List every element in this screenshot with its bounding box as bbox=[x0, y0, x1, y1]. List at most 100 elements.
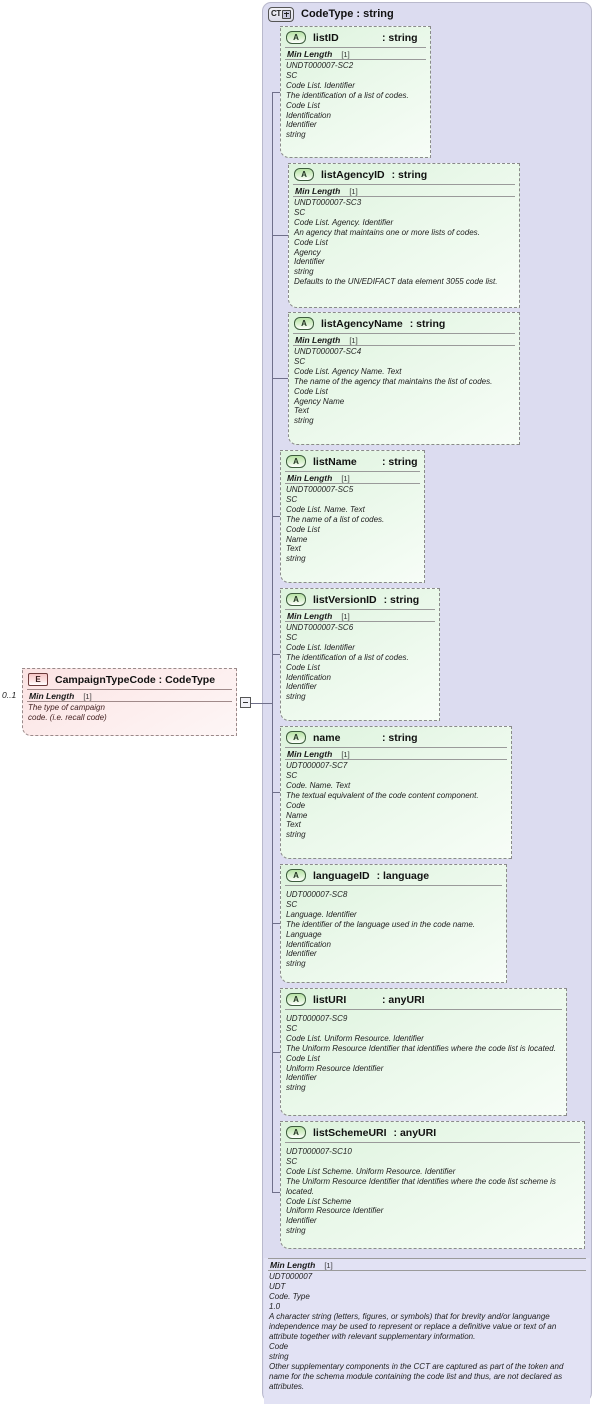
doc-line: UNDT000007-SC2 bbox=[286, 61, 354, 70]
attribute-facet-row: Min Length[1] bbox=[293, 184, 515, 197]
element-facet-value: [1] bbox=[83, 692, 92, 701]
footer-facet-label: Min Length bbox=[270, 1260, 316, 1270]
doc-line: code. (i.e. recall code) bbox=[28, 712, 107, 722]
attribute-facet-value: [1] bbox=[341, 474, 350, 483]
footer-facet-row: Min Length [1] bbox=[268, 1258, 586, 1271]
doc-line: string bbox=[286, 554, 306, 564]
doc-line: string bbox=[286, 959, 306, 969]
doc-line: string bbox=[286, 692, 306, 702]
attribute-facet-row: Min Length[1] bbox=[285, 47, 426, 60]
attribute-name: listSchemeURI bbox=[313, 1126, 387, 1139]
attribute-name: name bbox=[313, 731, 341, 744]
doc-line: Code List. Agency. Identifier bbox=[294, 217, 394, 227]
doc-line: Identifier bbox=[286, 1216, 317, 1226]
doc-line: Language bbox=[286, 929, 322, 939]
complex-type-icon[interactable]: CT bbox=[268, 6, 294, 22]
attribute-icon: A bbox=[294, 168, 314, 181]
doc-line: Identification bbox=[286, 672, 331, 682]
doc-line: 1.0 bbox=[269, 1302, 281, 1311]
doc-line: UNDT000007-SC3 bbox=[294, 198, 362, 207]
stub-line-5 bbox=[272, 654, 281, 655]
doc-line: SC bbox=[286, 1023, 298, 1033]
attribute-type: : anyURI bbox=[382, 993, 425, 1006]
attribute-facet-row: Min Length[1] bbox=[285, 609, 435, 622]
doc-line: Uniform Resource Identifier bbox=[286, 1063, 384, 1073]
doc-line: Code List. Identifier bbox=[286, 642, 355, 652]
doc-line: Text bbox=[286, 820, 301, 830]
doc-line: string bbox=[286, 1226, 306, 1236]
complex-type-header[interactable]: CT CodeType : string bbox=[268, 5, 394, 23]
attribute-icon: A bbox=[286, 1126, 306, 1139]
doc-line: UNDT000007-SC6 bbox=[286, 623, 354, 632]
attribute-facet-row: Min Length[1] bbox=[285, 471, 420, 484]
collapse-toggle-icon[interactable] bbox=[240, 697, 251, 708]
doc-line: Identifier bbox=[294, 257, 325, 267]
doc-line: The identification of a list of codes. bbox=[286, 652, 409, 662]
doc-line: Identifier bbox=[286, 1073, 317, 1083]
element-header: E CampaignTypeCode : CodeType bbox=[23, 669, 236, 689]
attribute-name: listURI bbox=[313, 993, 347, 1006]
doc-line: Language. Identifier bbox=[286, 909, 357, 919]
occurrence-label: 0..1 bbox=[2, 690, 17, 700]
attribute-facet-label: Min Length bbox=[295, 186, 341, 196]
doc-line: Name bbox=[286, 534, 308, 544]
expand-plus-icon[interactable] bbox=[282, 9, 292, 19]
doc-line: The name of a list of codes. bbox=[286, 514, 385, 524]
element-icon-label: E bbox=[35, 674, 41, 684]
doc-line: Code List bbox=[286, 662, 320, 672]
attribute-separator bbox=[285, 1009, 562, 1013]
attribute-facet-value: [1] bbox=[349, 336, 358, 345]
doc-line: Identification bbox=[286, 110, 331, 120]
doc-line: The Uniform Resource Identifier that ide… bbox=[286, 1043, 556, 1053]
stub-line-4 bbox=[272, 516, 281, 517]
doc-line: Code bbox=[269, 1342, 289, 1351]
doc-line: SC bbox=[286, 70, 298, 80]
element-title: CampaignTypeCode : CodeType bbox=[55, 673, 216, 686]
attribute-type: : string bbox=[383, 593, 420, 606]
attribute-icon: A bbox=[294, 317, 314, 330]
attribute-type: : language bbox=[376, 869, 430, 882]
doc-line: Code List. Uniform Resource. Identifier bbox=[286, 1033, 424, 1043]
doc-line: Identifier bbox=[286, 682, 317, 692]
doc-line: string bbox=[294, 416, 314, 426]
doc-line: SC bbox=[286, 1156, 298, 1166]
attribute-type: : string bbox=[391, 168, 428, 181]
doc-line: string bbox=[286, 130, 306, 140]
doc-line: Code. Type bbox=[269, 1292, 310, 1301]
attribute-facet-value: [1] bbox=[341, 50, 350, 59]
attribute-name: listID bbox=[313, 31, 339, 44]
doc-line: Identifier bbox=[286, 949, 317, 959]
doc-line: Code List. Agency Name. Text bbox=[294, 366, 402, 376]
doc-line: Code List bbox=[286, 100, 320, 110]
attribute-name: listVersionID bbox=[313, 593, 377, 606]
element-box-campaigntypecode[interactable]: E CampaignTypeCode : CodeType Min Length… bbox=[22, 668, 237, 736]
attribute-name: listName bbox=[313, 455, 357, 468]
attribute-type: : anyURI bbox=[393, 1126, 437, 1139]
doc-line: Defaults to the UN/EDIFACT data element … bbox=[294, 277, 498, 287]
stub-line-2 bbox=[272, 235, 289, 236]
doc-line: UDT000007-SC7 bbox=[286, 761, 348, 770]
doc-line: A character string (letters, figures, or… bbox=[269, 1312, 557, 1341]
